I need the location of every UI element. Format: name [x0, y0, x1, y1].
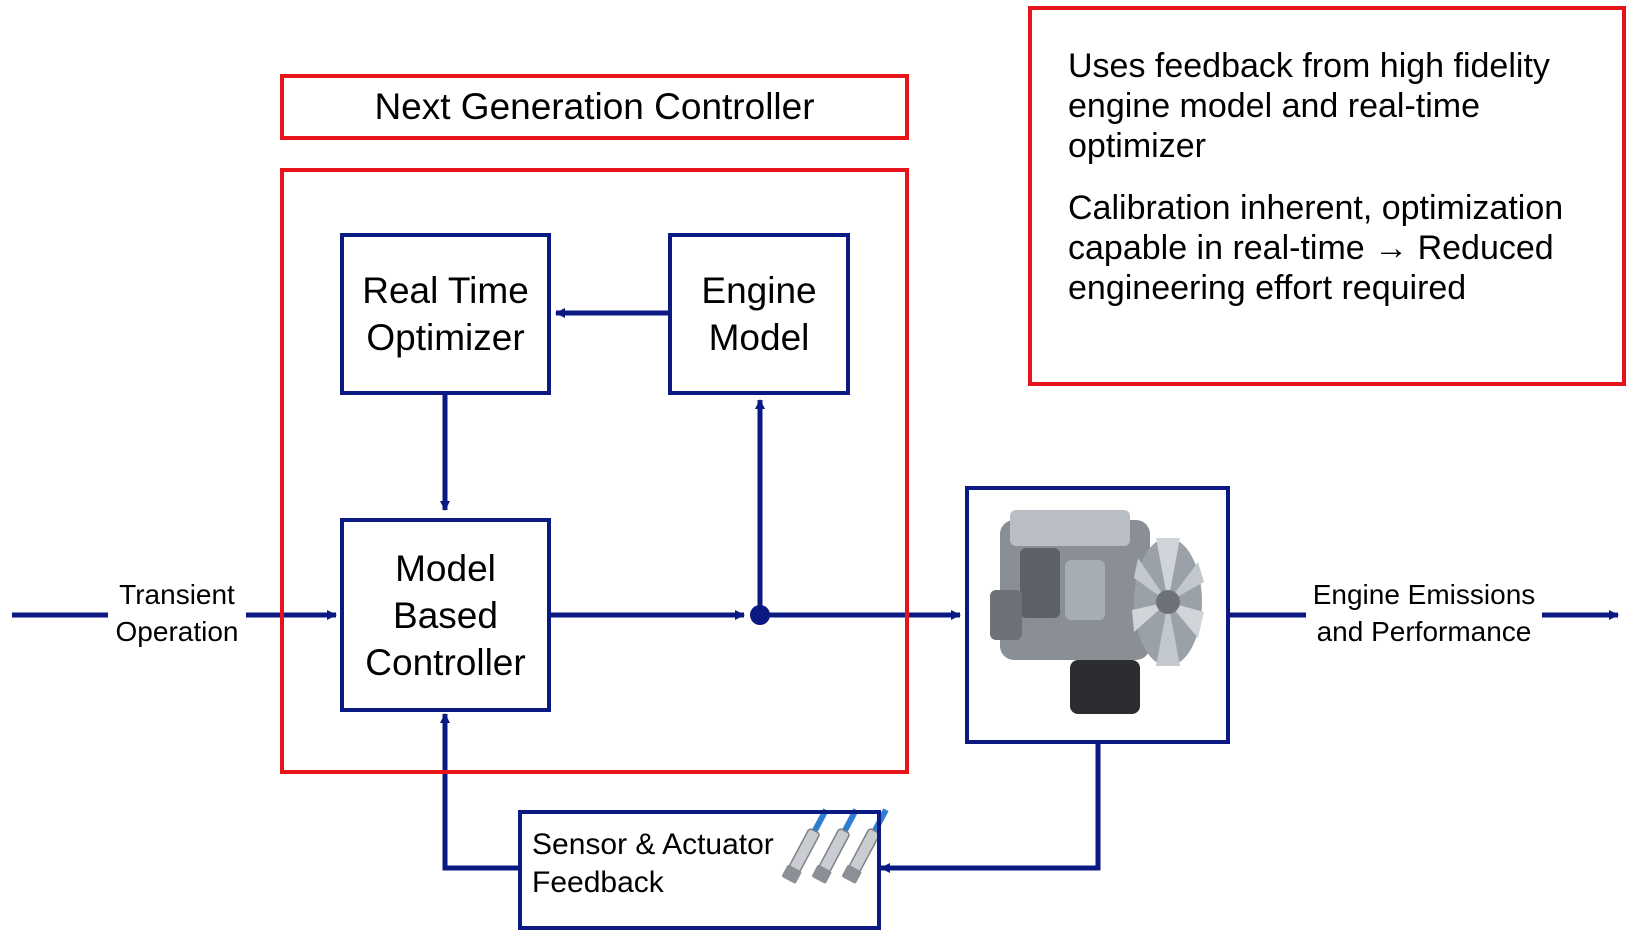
edge-engine-to-sensor [880, 742, 1101, 873]
controller-frame [280, 168, 909, 774]
engine-image-icon [990, 510, 1204, 714]
real-time-optimizer-label: Real Time Optimizer [362, 270, 529, 358]
input-signal-label: Transient Operation [108, 576, 246, 650]
sensor-feedback-label: Sensor & Actuator Feedback [532, 828, 774, 899]
output-signal-label: Engine Emissions and Performance [1306, 576, 1542, 650]
edge-sensor-to-controller [440, 713, 520, 871]
engine-model-block: Engine Model [668, 233, 850, 395]
notes-box: Uses feedback from high fidelity engine … [1028, 6, 1626, 386]
model-based-controller-label: Model Based Controller [365, 547, 526, 683]
junction-dot [750, 605, 770, 625]
controller-title-box: Next Generation Controller [280, 74, 909, 140]
real-time-optimizer-block: Real Time Optimizer [340, 233, 551, 395]
model-based-controller-block: Model Based Controller [340, 518, 551, 712]
note-2: Calibration inherent, optimization capab… [1068, 189, 1564, 307]
note-1: Uses feedback from high fidelity engine … [1068, 47, 1550, 165]
engine-block [965, 486, 1230, 744]
controller-title: Next Generation Controller [374, 86, 815, 127]
engine-model-label: Engine Model [701, 270, 817, 358]
